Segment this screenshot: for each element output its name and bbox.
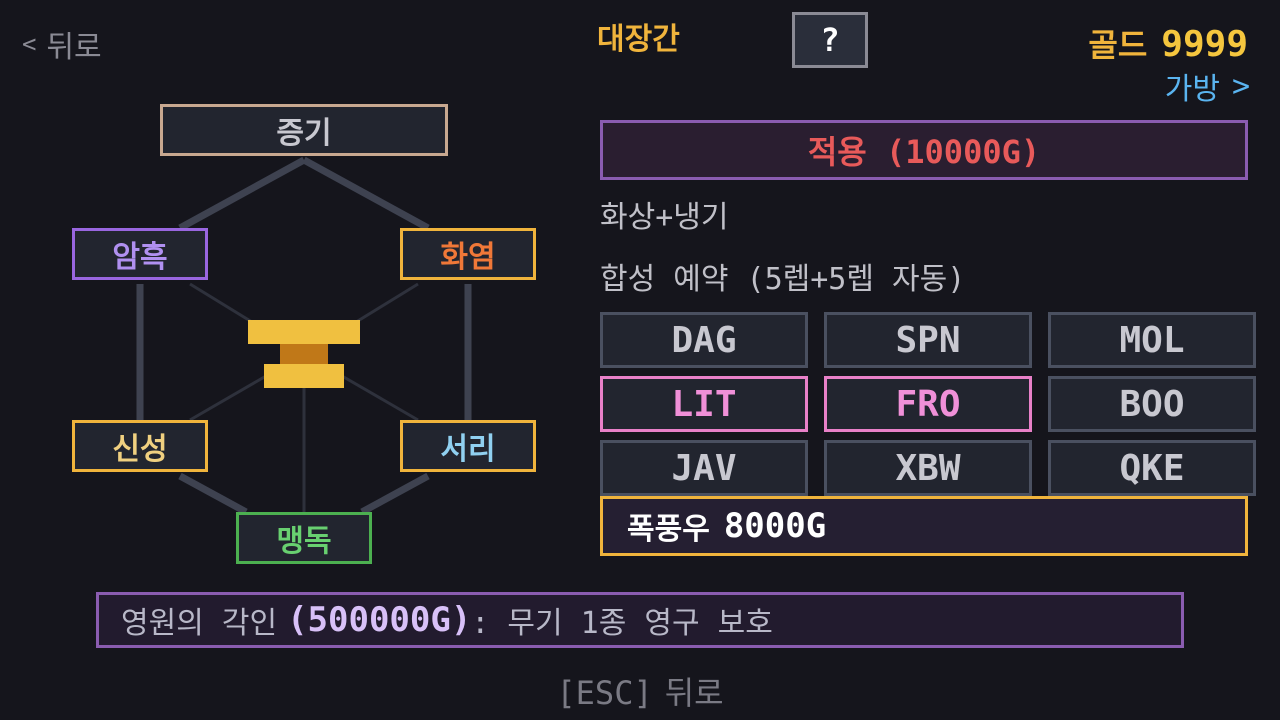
element-node-frost[interactable]: 서리 bbox=[400, 420, 536, 472]
storm-enchant-option[interactable]: 폭풍우 8000G bbox=[600, 496, 1248, 556]
anvil-waist bbox=[280, 344, 328, 364]
esc-key: [ESC] bbox=[556, 674, 653, 712]
eternal-desc: : 무기 1종 영구 보호 bbox=[471, 606, 773, 641]
apply-button[interactable]: 적용 (10000G) bbox=[600, 120, 1248, 180]
inner-spokes bbox=[189, 282, 419, 512]
synthesis-reserve-label: 합성 예약 (5렙+5렙 자동) bbox=[600, 262, 966, 297]
storm-price: 8000G bbox=[723, 506, 827, 546]
chevron-left-icon: < bbox=[22, 30, 37, 58]
page-title: 대장간 bbox=[597, 22, 680, 57]
element-node-fire[interactable]: 화염 bbox=[400, 228, 536, 280]
anvil-base bbox=[264, 364, 344, 388]
eternal-price: (500000G) bbox=[287, 600, 472, 640]
storm-name: 폭풍우 bbox=[627, 512, 710, 547]
gold-value: 9999 bbox=[1161, 24, 1248, 65]
weapon-slot-lit[interactable]: LIT bbox=[600, 376, 808, 432]
weapon-slot-xbw[interactable]: XBW bbox=[824, 440, 1032, 496]
anvil-top bbox=[248, 320, 360, 344]
weapon-slot-dag[interactable]: DAG bbox=[600, 312, 808, 368]
esc-hint: [ESC] 뒤로 bbox=[0, 668, 1280, 714]
gold-display: 골드 9999 bbox=[1088, 20, 1248, 66]
eternal-name: 영원의 각인 bbox=[121, 606, 278, 641]
weapon-slot-fro[interactable]: FRO bbox=[824, 376, 1032, 432]
bag-link[interactable]: 가방 > bbox=[1165, 64, 1250, 108]
weapon-slot-qke[interactable]: QKE bbox=[1048, 440, 1256, 496]
weapon-slot-mol[interactable]: MOL bbox=[1048, 312, 1256, 368]
bag-label: 가방 bbox=[1164, 72, 1220, 107]
eternal-engrave-option[interactable]: 영원의 각인 (500000G) : 무기 1종 영구 보호 bbox=[96, 592, 1184, 648]
weapon-slot-spn[interactable]: SPN bbox=[824, 312, 1032, 368]
element-node-steam[interactable]: 증기 bbox=[160, 104, 448, 156]
element-graph-lines bbox=[136, 156, 472, 516]
back-label: 뒤로 bbox=[46, 30, 102, 65]
weapon-slot-jav[interactable]: JAV bbox=[600, 440, 808, 496]
edge-steam-fire bbox=[302, 156, 430, 232]
element-node-dark[interactable]: 암흑 bbox=[72, 228, 208, 280]
edge-frost-poison bbox=[360, 472, 430, 516]
gold-label: 골드 bbox=[1088, 26, 1148, 64]
outer-hex-edges bbox=[136, 156, 472, 516]
anvil-icon bbox=[248, 320, 360, 388]
combo-text: 화상+냉기 bbox=[600, 200, 729, 235]
back-link[interactable]: < 뒤로 bbox=[22, 22, 102, 66]
edge-holy-poison bbox=[178, 472, 248, 516]
element-node-poison[interactable]: 맹독 bbox=[236, 512, 372, 564]
edge-steam-dark bbox=[178, 156, 306, 232]
esc-label: 뒤로 bbox=[664, 674, 724, 712]
element-node-holy[interactable]: 신성 bbox=[72, 420, 208, 472]
chevron-right-icon: > bbox=[1231, 68, 1250, 104]
weapon-slot-boo[interactable]: BOO bbox=[1048, 376, 1256, 432]
help-button[interactable]: ? bbox=[792, 12, 868, 68]
